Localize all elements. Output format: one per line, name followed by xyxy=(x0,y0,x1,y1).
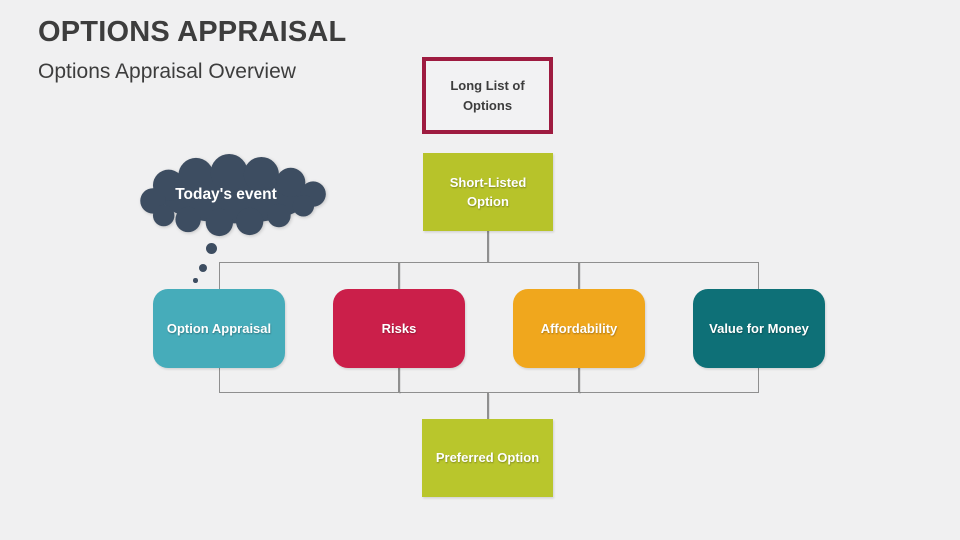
short-listed-option-box: Short-Listed Option xyxy=(423,153,553,231)
preferred-option-label: Preferred Option xyxy=(435,450,540,466)
preferred-option-box: Preferred Option xyxy=(422,419,553,497)
long-list-of-options-box: Long List of Options xyxy=(422,57,553,134)
slide-title: OPTIONS APPRAISAL xyxy=(38,16,347,48)
thought-trail-dot-medium xyxy=(199,264,207,272)
connector-frame-to-preferred xyxy=(487,393,489,419)
thought-trail-dot-small xyxy=(193,278,198,283)
criteria-label-affordability: Affordability xyxy=(540,320,618,336)
slide-subtitle: Options Appraisal Overview xyxy=(38,60,296,83)
criteria-box-option-appraisal: Option Appraisal xyxy=(153,289,285,368)
criteria-label-risks: Risks xyxy=(381,320,417,336)
connector-shortlisted-to-frame xyxy=(487,230,489,262)
criteria-label-option-appraisal: Option Appraisal xyxy=(166,320,272,336)
thought-cloud-icon xyxy=(140,154,326,237)
criteria-label-value-for-money: Value for Money xyxy=(709,320,809,336)
connector-frame xyxy=(219,262,759,393)
criteria-box-risks: Risks xyxy=(333,289,465,368)
thought-trail-dot-large xyxy=(206,243,217,254)
todays-event-label: Today's event xyxy=(175,186,277,203)
short-listed-option-label: Short-Listed Option xyxy=(449,174,527,210)
long-list-of-options-label: Long List of Options xyxy=(450,78,525,113)
todays-event-cloud: Today's event xyxy=(136,154,334,239)
criteria-box-value-for-money: Value for Money xyxy=(693,289,825,368)
criteria-box-affordability: Affordability xyxy=(513,289,645,368)
